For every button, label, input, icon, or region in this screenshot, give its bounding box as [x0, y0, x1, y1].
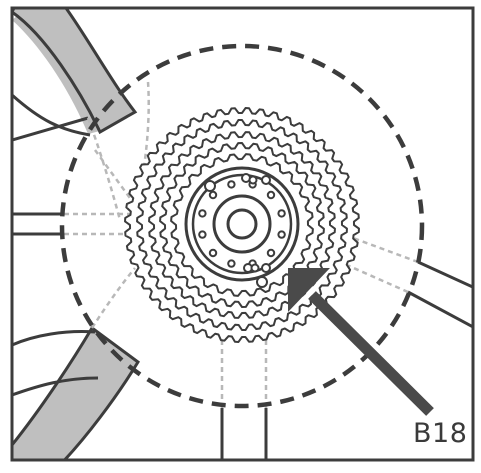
- lockring-lug-lower: [256, 276, 268, 288]
- wheel-rim-upper: [12, 8, 138, 135]
- spoke-upper-left: [12, 116, 89, 142]
- hub-hole: [227, 180, 236, 189]
- wheel-rim-lower: [12, 325, 140, 460]
- hub-hole: [208, 190, 218, 200]
- hub-hole: [277, 209, 286, 218]
- lockring-lug-top: [261, 175, 271, 185]
- lockring-notch-top2: [248, 175, 258, 185]
- pointer-arrow: [288, 268, 434, 416]
- arrow-shaft: [308, 291, 434, 416]
- rim-inner-line-lower2: [12, 376, 99, 397]
- hub-hole: [266, 190, 276, 200]
- lockring-notch-bottom2: [250, 263, 260, 273]
- hub-axle-inner: [226, 208, 258, 240]
- wheel-background: [12, 8, 473, 460]
- wheel-rim: [12, 8, 104, 134]
- lockring-lug-bottom: [261, 263, 271, 273]
- arrow-head: [288, 268, 330, 312]
- cassette-hub: [184, 166, 300, 288]
- diagram-frame: [10, 6, 475, 462]
- rim-inner-line-lower: [12, 330, 96, 347]
- spoke-right-1: [417, 260, 473, 289]
- hub-hole: [198, 230, 207, 239]
- lockring-lug-left: [204, 180, 216, 192]
- hub-hole: [277, 230, 286, 239]
- hub-hole: [266, 248, 276, 258]
- hub-hole: [208, 248, 218, 258]
- hub-hole: [198, 209, 207, 218]
- rim-inner-line-upper: [12, 93, 91, 137]
- spoke-right-2: [407, 290, 473, 329]
- hub-hole: [227, 259, 236, 268]
- dashed-zoom-circle: [59, 43, 425, 409]
- callout-label: B18: [413, 418, 468, 449]
